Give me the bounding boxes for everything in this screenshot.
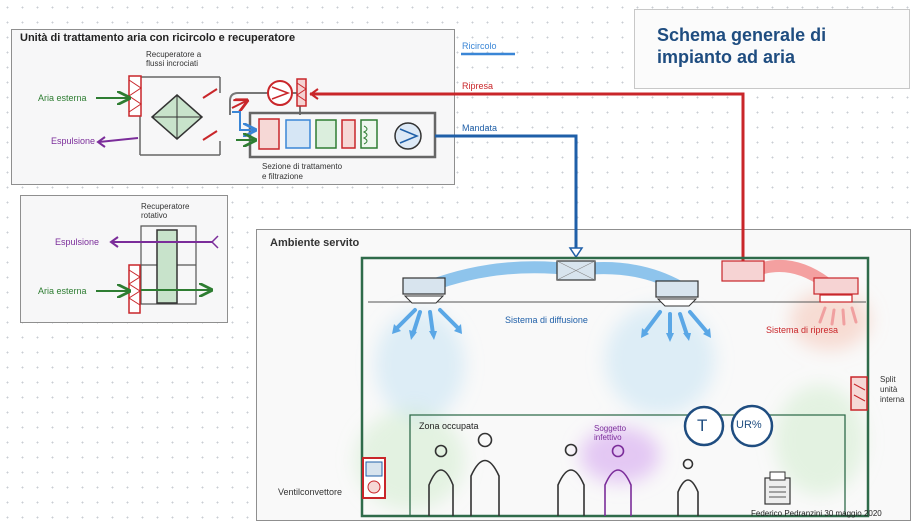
return-intake-filter: [296, 78, 307, 107]
outside-air-damper: [128, 75, 142, 117]
title-line-1: Schema generale di: [657, 25, 827, 45]
split-label-3: interna: [880, 395, 905, 404]
occupied-zone-label: Zona occupata: [419, 421, 479, 431]
diffusion-arrowheads: [392, 324, 711, 342]
recovery-dampers: [202, 88, 218, 141]
diffusion-arrows: [395, 308, 709, 337]
rotary-outside-air-label: Aria esterna: [38, 286, 87, 296]
supply-duct: [435, 134, 584, 259]
recovery-label-1: Recuperatore a: [146, 50, 202, 59]
return-intake-arrows: [818, 306, 858, 326]
diffuser-left: [402, 277, 446, 304]
diffusion-label: Sistema di diffusione: [505, 315, 588, 325]
ahu-title: Unità di trattamento aria con ricircolo …: [20, 32, 296, 44]
supply-distribution-duct: [424, 260, 686, 293]
return-fan: [267, 80, 293, 106]
room-clouds: [355, 290, 870, 510]
legend-return: Ripresa: [462, 81, 494, 91]
legend-supply: Mandata: [462, 123, 498, 133]
section-label-1: Sezione di trattamento: [262, 162, 343, 171]
recovery-label-2: flussi incrociati: [146, 59, 199, 68]
rotary-exhaust-arrow: [109, 235, 219, 249]
rotary-housing: [128, 225, 197, 314]
room-title: Ambiente servito: [270, 237, 360, 249]
humidity-sensor-label: UR%: [736, 419, 762, 431]
exhaust-label: Espulsione: [51, 136, 96, 146]
diffuser-right: [655, 280, 699, 307]
section-label-2: e filtrazione: [262, 172, 303, 181]
return-duct-room: [721, 259, 859, 303]
split-unit: [850, 376, 868, 411]
room-boundary: [360, 256, 870, 518]
temperature-sensor: [683, 405, 725, 447]
legend-recirc: Ricircolo: [462, 41, 497, 51]
exhaust-arrow: [96, 136, 139, 148]
fan-coil-label: Ventilconvettore: [278, 487, 343, 497]
humidity-sensor: [730, 404, 774, 448]
rotary-exhaust-label: Espulsione: [55, 237, 100, 247]
split-label-2: unità: [880, 385, 898, 394]
infected-subject: [604, 444, 632, 516]
cross-flow-recovery-unit: [150, 94, 204, 140]
return-system-label: Sistema di ripresa: [766, 325, 839, 335]
supply-fan: [394, 122, 422, 150]
rotary-outside-air-arrow: [96, 290, 210, 291]
credit-label: Federico Pedranzini 30 maggio 2020: [751, 509, 882, 518]
recirculation-arrows: [231, 101, 254, 140]
outside-air-label: Aria esterna: [38, 93, 87, 103]
title-line-2: impianto ad aria: [657, 47, 796, 67]
title-box: Schema generale di impianto ad aria: [634, 9, 910, 89]
infected-label-2: infettivo: [594, 433, 622, 442]
infected-label-1: Soggetto: [594, 424, 627, 433]
split-label-1: Split: [880, 375, 896, 384]
printer-icon: [764, 471, 791, 505]
return-duct: [309, 88, 745, 262]
temp-sensor-label: T: [697, 416, 708, 435]
rotary-title-1: Recuperatore: [141, 202, 190, 211]
occupied-zone: [409, 414, 846, 516]
rotary-title-2: rotativo: [141, 211, 168, 220]
rotary-panel: [20, 195, 228, 323]
occupant-figures: [428, 432, 699, 516]
fan-coil-unit: [362, 457, 386, 499]
treatment-section-components: [258, 118, 378, 150]
